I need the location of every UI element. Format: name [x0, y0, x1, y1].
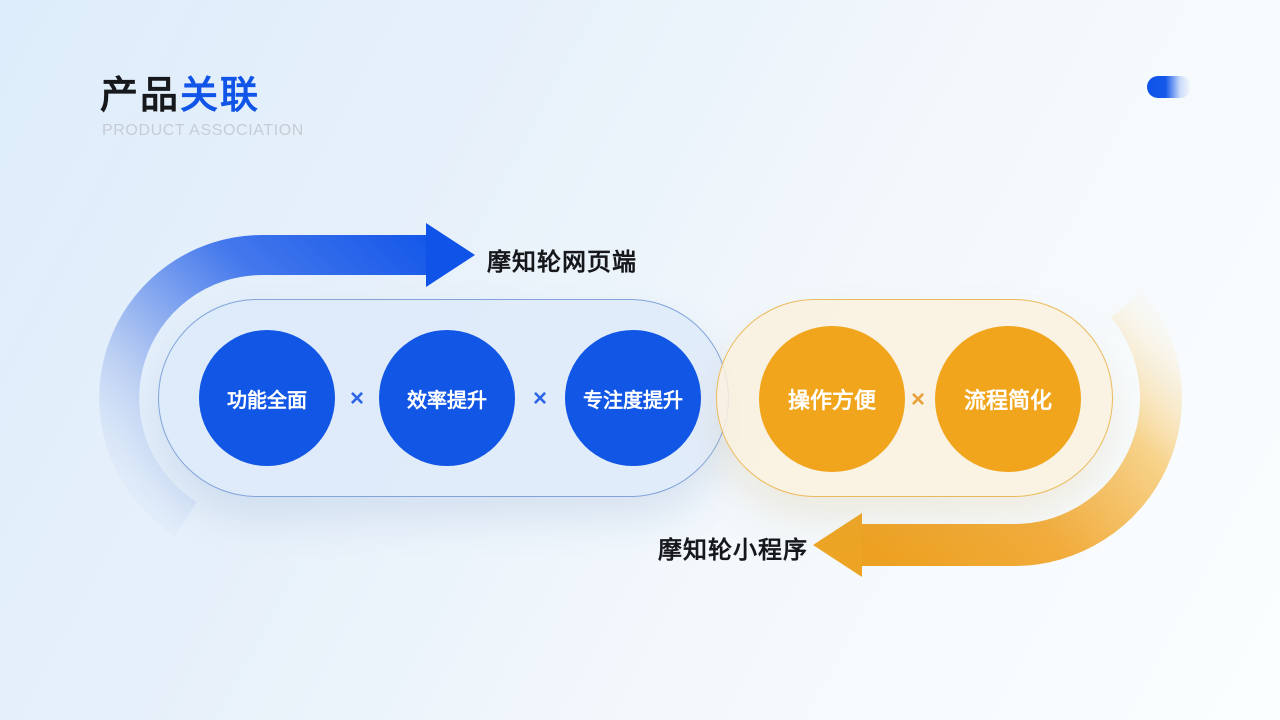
multiply-sign: × [349, 385, 365, 412]
page-title: 产品关联 [100, 64, 260, 119]
feature-label: 效率提升 [407, 389, 487, 412]
corner-decoration-pill [1147, 76, 1191, 98]
page-subtitle: PRODUCT ASSOCIATION [102, 122, 304, 139]
multiply-sign: × [910, 386, 926, 413]
feature-label: 流程简化 [963, 388, 1052, 413]
page-title-accent: 关联 [180, 75, 261, 117]
feature-circle-easy-operation: 操作方便 [759, 326, 905, 472]
feature-label: 专注度提升 [583, 389, 683, 412]
page-title-primary: 产品 [100, 75, 181, 117]
feature-circle-efficiency: 效率提升 [379, 330, 515, 466]
feature-circle-simplified-process: 流程简化 [935, 326, 1081, 472]
web-arrow-label: 摩知轮网页端 [487, 249, 637, 276]
feature-label: 功能全面 [227, 389, 307, 412]
mini-arrow-label: 摩知轮小程序 [658, 537, 808, 564]
feature-circle-full-function: 功能全面 [199, 330, 335, 466]
mini-arrow [813, 290, 1182, 577]
web-arrow [99, 223, 475, 536]
web-arrowhead-icon [426, 223, 475, 287]
multiply-sign: × [532, 385, 548, 412]
mini-arrowhead-icon [813, 513, 862, 577]
feature-label: 操作方便 [787, 388, 876, 413]
feature-circle-focus: 专注度提升 [565, 330, 701, 466]
